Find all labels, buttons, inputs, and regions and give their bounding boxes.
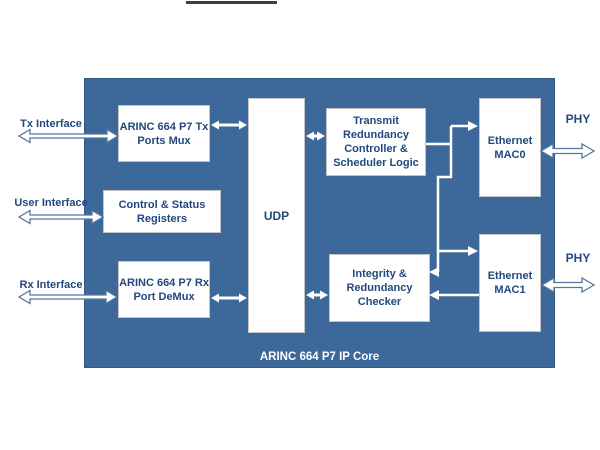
block-ethernet-mac0-label: Ethernet MAC0: [487, 134, 533, 161]
label-user-interface: User Interface: [14, 197, 88, 209]
cropped-text-artifact: [186, 1, 277, 4]
block-udp: UDP: [248, 98, 305, 333]
block-tx-ports-mux: ARINC 664 P7 Tx Ports Mux: [118, 105, 210, 162]
block-udp-label: UDP: [263, 208, 290, 223]
ip-core-label: ARINC 664 P7 IP Core: [259, 351, 380, 363]
label-rx-interface: Rx Interface: [19, 279, 83, 291]
label-phy-top: PHY: [565, 112, 591, 126]
block-rx-port-demux-label: ARINC 664 P7 Rx Port DeMux: [119, 276, 209, 303]
block-transmit-redundancy-controller-label: Transmit Redundancy Controller & Schedul…: [333, 115, 419, 169]
block-ethernet-mac1: Ethernet MAC1: [479, 234, 541, 332]
block-integrity-redundancy-checker: Integrity & Redundancy Checker: [329, 254, 430, 322]
block-transmit-redundancy-controller: Transmit Redundancy Controller & Schedul…: [326, 108, 426, 176]
block-control-status-registers: Control & Status Registers: [103, 190, 221, 233]
label-phy-bottom: PHY: [565, 251, 591, 265]
block-ethernet-mac0: Ethernet MAC0: [479, 98, 541, 197]
block-ethernet-mac1-label: Ethernet MAC1: [487, 270, 533, 296]
block-rx-port-demux: ARINC 664 P7 Rx Port DeMux: [118, 261, 210, 318]
block-control-status-registers-label: Control & Status Registers: [118, 198, 206, 225]
block-integrity-redundancy-checker-label: Integrity & Redundancy Checker: [346, 268, 413, 308]
label-tx-interface: Tx Interface: [20, 118, 82, 130]
block-tx-ports-mux-label: ARINC 664 P7 Tx Ports Mux: [119, 120, 209, 147]
